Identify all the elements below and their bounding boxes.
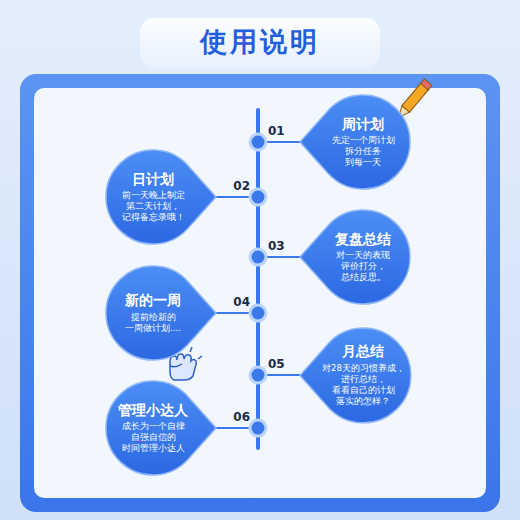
step-number: 04 [233,295,250,309]
step-number: 01 [268,124,285,138]
step-number: 06 [233,410,250,424]
teardrop-step: 周计划先定一个周计划 拆分任务 到每一天 [300,95,410,189]
step-number: 03 [268,239,285,253]
step-content: 复盘总结对一天的表现 评价打分， 总结反思。 [335,231,391,284]
step-content: 管理小达人成长为一个自律 自强自信的 时间管理小达人 [118,402,188,455]
step-text: 对一天的表现 评价打分， 总结反思。 [336,250,390,283]
step-title: 新的一周 [125,292,181,309]
panel-frame [20,74,500,512]
step-title: 管理小达人 [118,402,188,419]
step-content: 新的一周提前给新的 一周做计划.... [125,292,181,334]
timeline-dots [250,134,266,436]
step-text: 对28天的习惯养成， 进行总结， 看看自己的计划 落实的怎样？ [322,363,405,407]
teardrop-step: 新的一周提前给新的 一周做计划.... [106,266,216,360]
step-content: 日计划前一天晚上制定 第二天计划， 记得备忘录哦！ [122,171,185,224]
step-text: 前一天晚上制定 第二天计划， 记得备忘录哦！ [122,190,185,223]
page-title: 使用说明 [0,26,520,58]
timeline-ticks [214,142,302,428]
step-number: 02 [233,179,250,193]
step-title: 周计划 [342,116,384,133]
step-text: 成长为一个自律 自强自信的 时间管理小达人 [122,421,185,454]
step-text: 先定一个周计划 拆分任务 到每一天 [332,135,395,168]
panel-inner [34,88,486,498]
step-title: 日计划 [132,171,174,188]
step-title: 复盘总结 [335,231,391,248]
step-content: 月总结对28天的习惯养成， 进行总结， 看看自己的计划 落实的怎样？ [322,343,405,407]
timeline [256,110,260,448]
teardrop-step: 日计划前一天晚上制定 第二天计划， 记得备忘录哦！ [106,150,216,244]
step-text: 提前给新的 一周做计划.... [125,312,181,334]
teardrop-step: 月总结对28天的习惯养成， 进行总结， 看看自己的计划 落实的怎样？ [300,328,411,423]
step-title: 月总结 [342,343,384,360]
step-content: 周计划先定一个周计划 拆分任务 到每一天 [332,116,395,169]
step-number: 05 [268,357,285,371]
teardrop-step: 管理小达人成长为一个自律 自强自信的 时间管理小达人 [106,381,216,475]
teardrop-step: 复盘总结对一天的表现 评价打分， 总结反思。 [300,210,410,304]
